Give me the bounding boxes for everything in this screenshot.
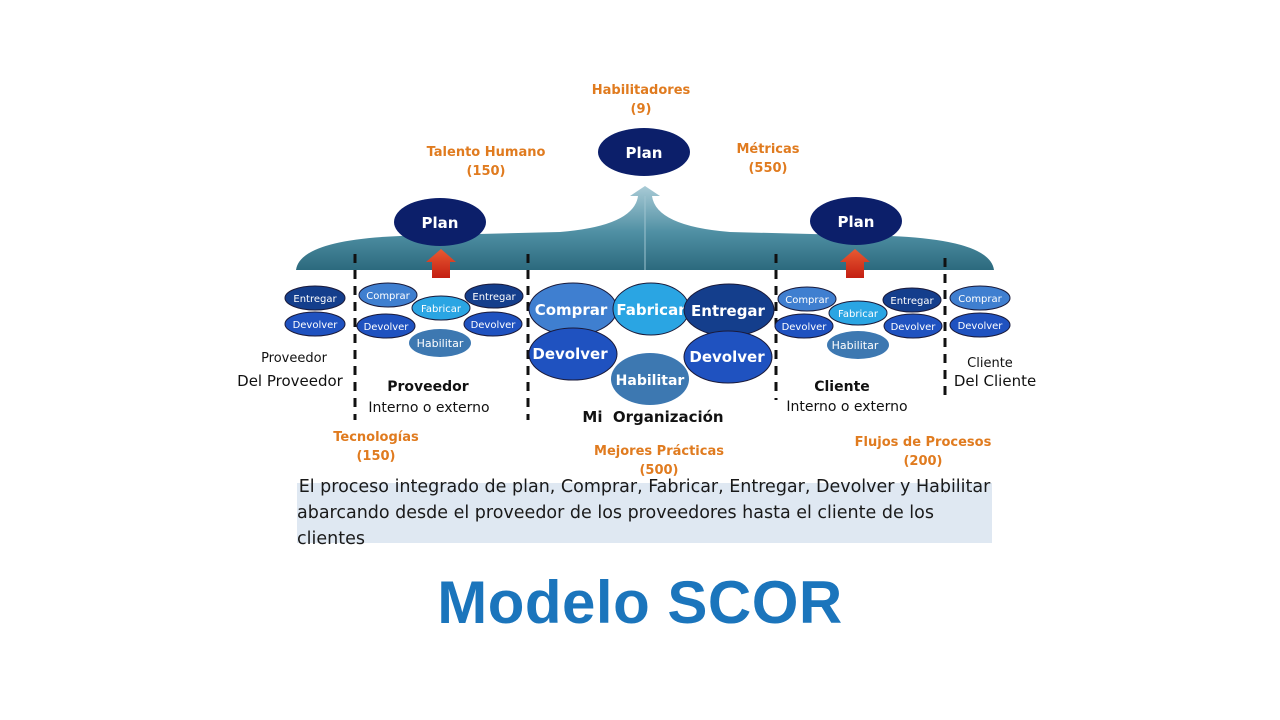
pp-entregar: Entregar [293, 294, 337, 305]
cl-fabricar: Fabricar [838, 309, 879, 320]
org-devolver-left: Devolver [532, 345, 608, 363]
flujos-value: (200) [903, 454, 942, 469]
mejores-label: Mejores Prácticas [594, 444, 724, 459]
plan-left-label: Plan [422, 214, 459, 232]
annotation-metricas: Métricas (550) [736, 142, 799, 176]
group-cliente: Comprar Fabricar Entregar Devolver Devol… [774, 286, 943, 415]
org-devolver-right: Devolver [689, 348, 765, 366]
org-entregar: Entregar [691, 302, 766, 320]
plan-right: Plan [810, 197, 902, 245]
cc-line2: Del Cliente [954, 372, 1036, 390]
annotation-talento: Talento Humano (150) [427, 145, 546, 179]
metricas-label: Métricas [736, 142, 799, 157]
cl-devolver-right: Devolver [891, 322, 937, 333]
pv-devolver-left: Devolver [364, 322, 410, 333]
tecnologias-value: (150) [356, 449, 395, 464]
pv-entregar: Entregar [472, 292, 516, 303]
metricas-value: (550) [748, 161, 787, 176]
cl-habilitar: Habilitar [832, 339, 879, 352]
habilitadores-value: (9) [631, 102, 652, 117]
talento-label: Talento Humano [427, 145, 546, 160]
annotation-tecnologias: Tecnologías (150) [333, 430, 419, 464]
pv-line1: Proveedor [387, 379, 469, 395]
cl-line2: Interno o externo [786, 399, 907, 415]
pv-devolver-right: Devolver [471, 320, 517, 331]
cl-entregar: Entregar [890, 296, 934, 307]
caption-line-1: El proceso integrado de plan, Comprar, F… [298, 477, 991, 497]
org-label: Mi Organización [582, 408, 723, 426]
flujos-label: Flujos de Procesos [855, 435, 992, 450]
pv-habilitar: Habilitar [417, 337, 464, 350]
cc-devolver: Devolver [958, 321, 1004, 332]
pp-devolver: Devolver [293, 320, 339, 331]
cc-line1: Cliente [967, 356, 1013, 371]
cl-comprar: Comprar [785, 295, 829, 306]
group-cliente-del-cliente: Comprar Devolver Cliente Del Cliente [949, 285, 1036, 390]
red-arrow-right [840, 249, 870, 278]
pp-line1: Proveedor [261, 351, 328, 366]
annotation-habilitadores: Habilitadores (9) [592, 83, 691, 117]
talento-value: (150) [466, 164, 505, 179]
pv-fabricar: Fabricar [421, 304, 462, 315]
plan-right-label: Plan [838, 213, 875, 231]
cl-devolver-left: Devolver [782, 322, 828, 333]
tecnologias-label: Tecnologías [333, 430, 419, 445]
red-arrow-left [426, 249, 456, 278]
org-comprar: Comprar [535, 301, 608, 319]
pp-line2: Del Proveedor [237, 372, 344, 390]
pv-line2: Interno o externo [368, 400, 489, 416]
caption-box: El proceso integrado de plan, Comprar, F… [297, 477, 992, 549]
annotation-flujos: Flujos de Procesos (200) [855, 435, 992, 469]
group-proveedor: Comprar Fabricar Entregar Devolver Devol… [356, 282, 524, 416]
page-title: Modelo SCOR [437, 569, 843, 636]
org-fabricar: Fabricar [616, 301, 686, 319]
pv-comprar: Comprar [366, 291, 410, 302]
mejores-value: (500) [639, 463, 678, 478]
habilitadores-label: Habilitadores [592, 83, 691, 98]
plan-top: Plan [598, 128, 690, 176]
cl-line1: Cliente [814, 379, 870, 395]
annotation-mejores: Mejores Prácticas (500) [594, 444, 724, 478]
org-habilitar: Habilitar [616, 373, 685, 389]
group-organizacion: Comprar Fabricar Entregar Devolver Devol… [528, 282, 775, 426]
caption-line-2: abarcando desde el proveedor de los prov… [297, 503, 934, 549]
plan-top-label: Plan [626, 144, 663, 162]
cc-comprar: Comprar [958, 294, 1002, 305]
group-proveedor-del-proveedor: Entregar Devolver Proveedor Del Proveedo… [237, 285, 346, 390]
plan-left: Plan [394, 198, 486, 246]
